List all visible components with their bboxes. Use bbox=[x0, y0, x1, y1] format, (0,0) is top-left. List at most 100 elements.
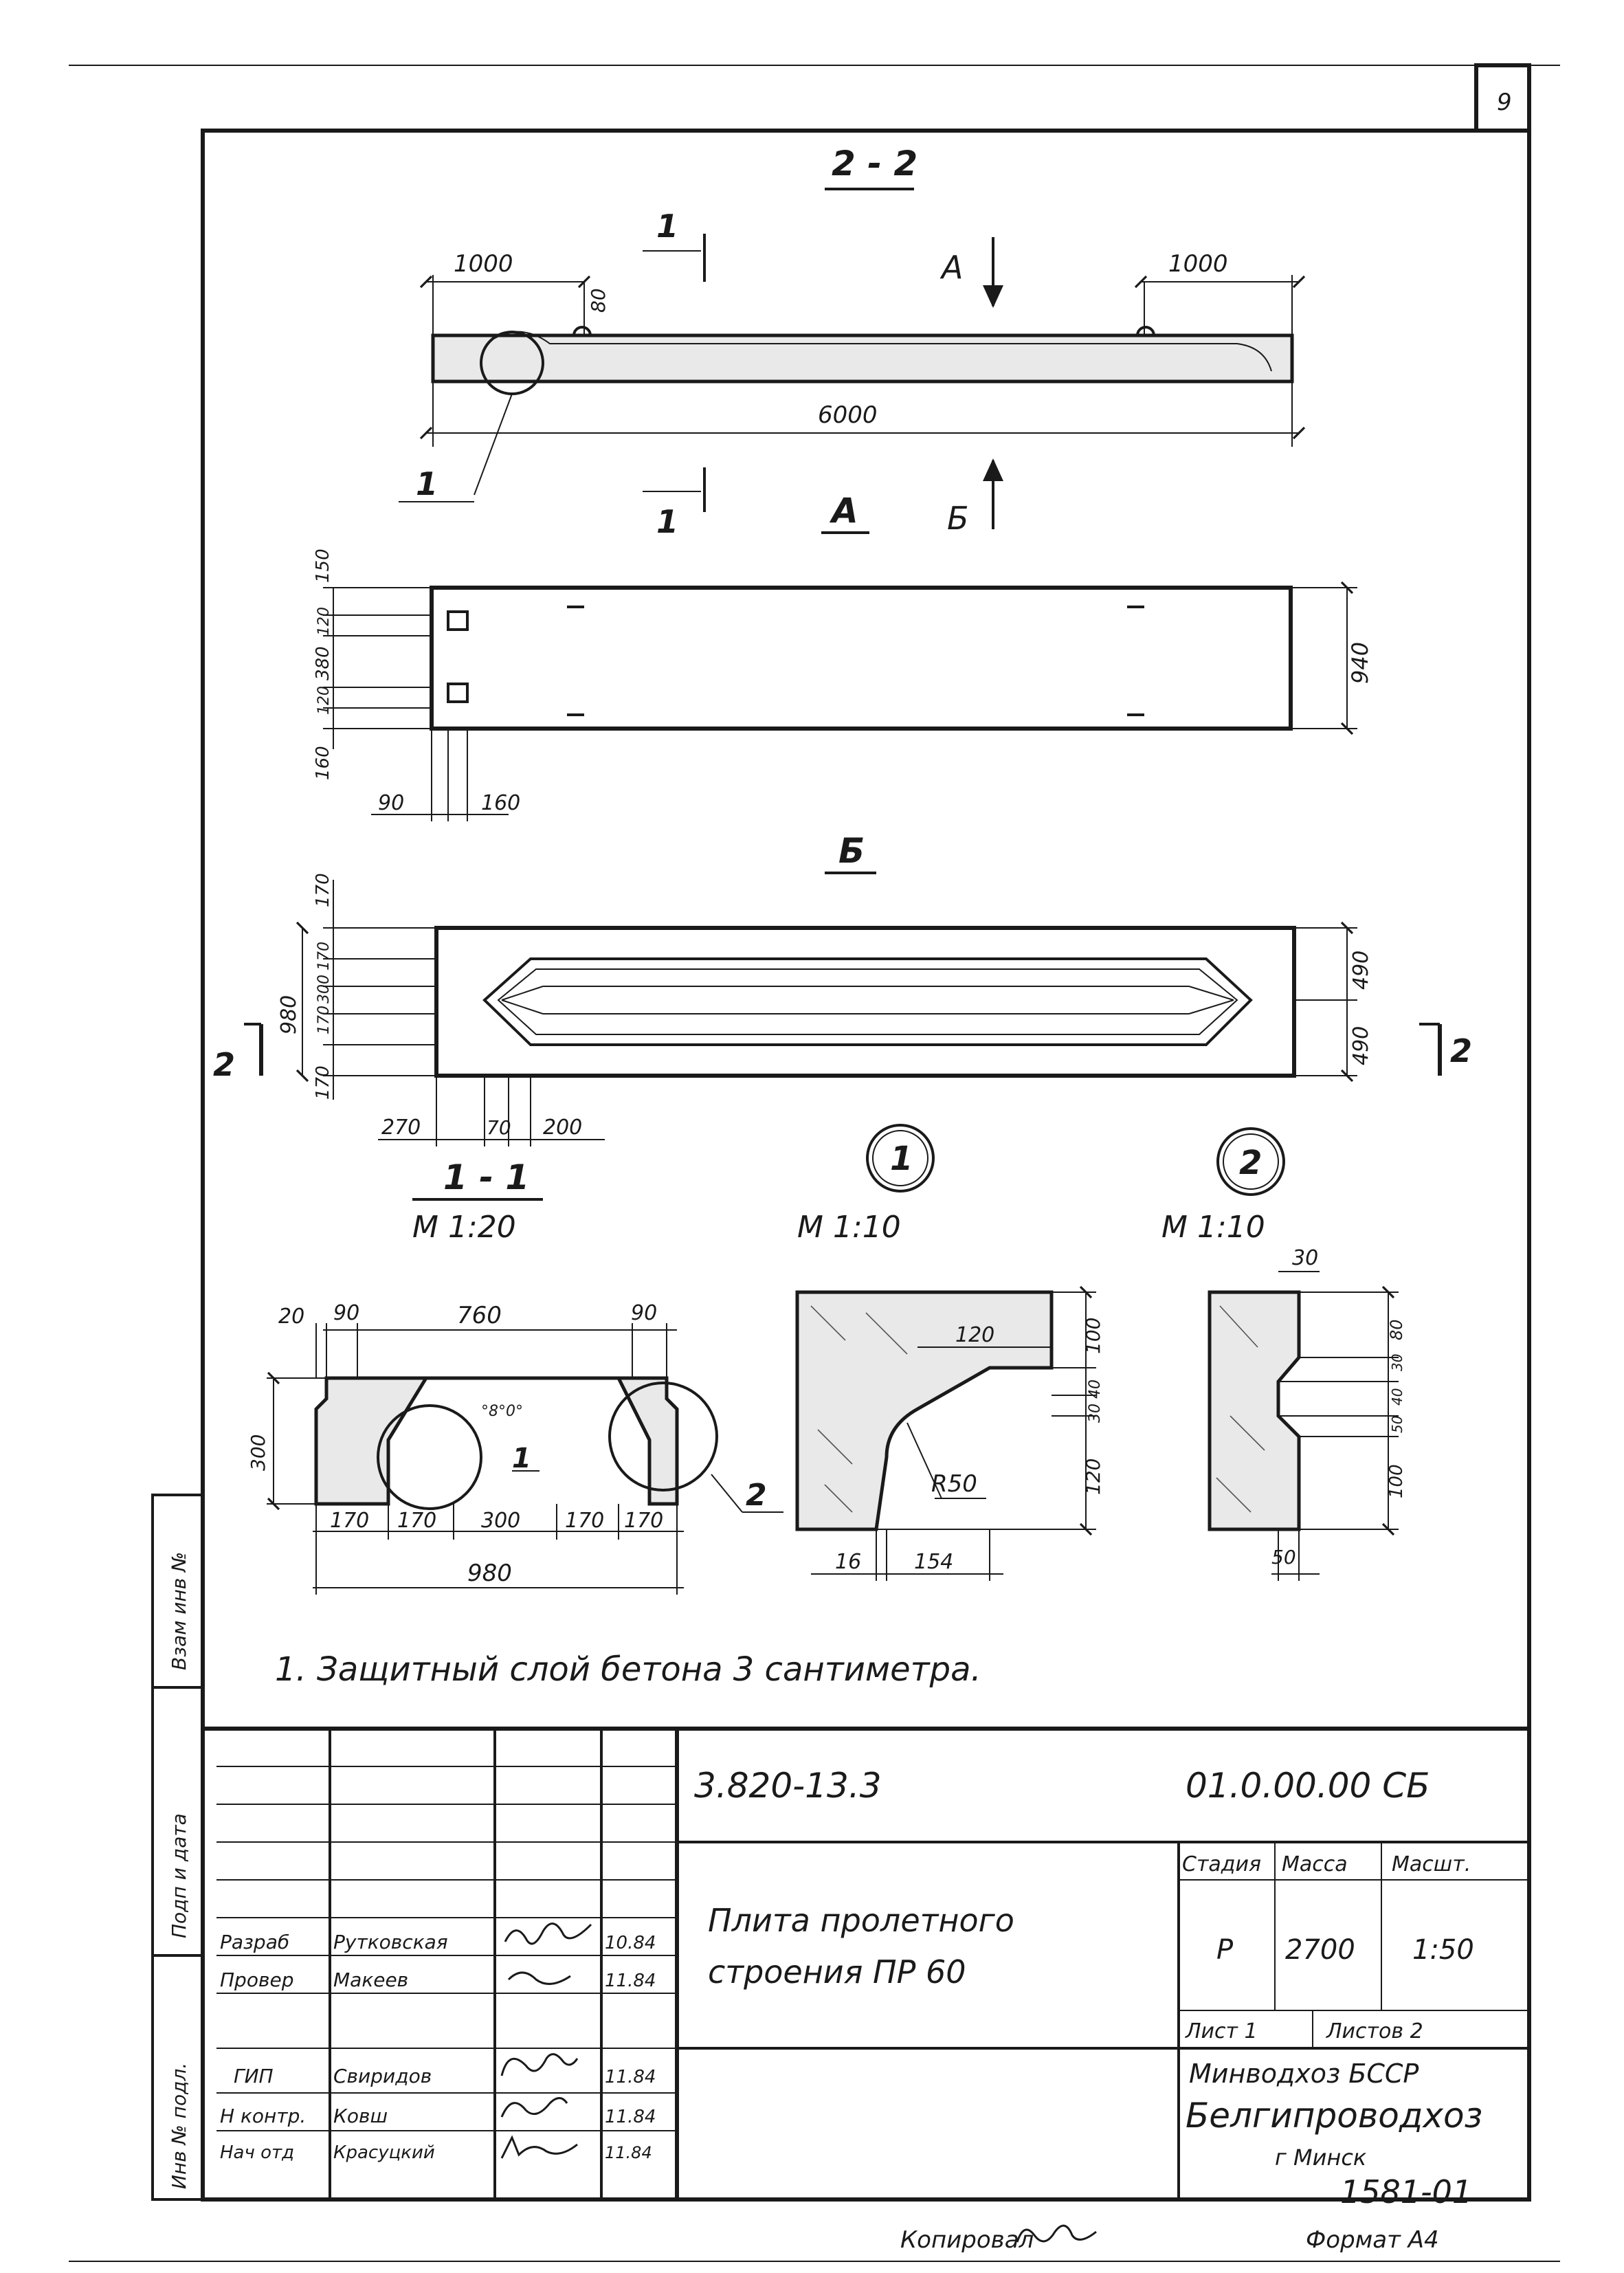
view-b-dim-170d: 170 bbox=[313, 1065, 333, 1100]
detail-1: 1 М 1:10 120 100 40 30 120 R50 16 154 bbox=[795, 1124, 1104, 1581]
sig-role-4: Нач отд bbox=[220, 2142, 294, 2163]
section-2-2-title: 2 - 2 bbox=[832, 144, 917, 184]
view-a-dim-160b: 160 bbox=[481, 791, 520, 815]
sig-date-2: 11.84 bbox=[605, 2067, 656, 2087]
view-a-dim-120a: 120 bbox=[315, 607, 333, 636]
detail-2: 2 М 1:10 30 80 30 40 50 100 50 bbox=[1161, 1127, 1407, 1581]
detail-1-dim-40: 40 bbox=[1087, 1379, 1104, 1399]
s11-dim-300: 300 bbox=[481, 1509, 520, 1533]
arrow-b-label: Б bbox=[947, 500, 969, 537]
view-a-dim-160: 160 bbox=[313, 746, 333, 780]
view-a: А 150 120 380 120 160 940 90 160 bbox=[313, 491, 1373, 821]
view-b: Б 170 170 300 170 170 980 490 490 bbox=[213, 831, 1472, 1146]
detail-1-dim-120b: 120 bbox=[1082, 1459, 1104, 1495]
sig-role-0: Разраб bbox=[220, 1931, 289, 1953]
s11-callout-2: 2 bbox=[746, 1478, 767, 1513]
cut-1-bottom: 1 bbox=[656, 503, 678, 540]
side-stamp-sign: Подп и дата bbox=[168, 1813, 190, 1938]
sig-role-3: Н контр. bbox=[220, 2105, 306, 2127]
title-block bbox=[203, 1727, 1529, 2199]
s11-dim-170b: 170 bbox=[397, 1509, 436, 1533]
cut-2-left: 2 bbox=[213, 1046, 235, 1083]
view-b-dim-490a: 490 bbox=[1349, 951, 1373, 990]
s11-dim-980: 980 bbox=[467, 1560, 512, 1587]
detail-2-dim-100: 100 bbox=[1386, 1464, 1407, 1498]
detail-2-scale: М 1:10 bbox=[1161, 1210, 1265, 1245]
callout-1-label: 1 bbox=[416, 465, 438, 502]
view-b-dim-170c: 170 bbox=[315, 1006, 333, 1034]
detail-2-dim-50b: 50 bbox=[1271, 1546, 1296, 1568]
section-1-1: 1 - 1 М 1:20 °8°0° 20 90 760 90 300 170 … bbox=[247, 1157, 783, 1595]
drawing-name-1: Плита пролетного bbox=[708, 1902, 1014, 1939]
s11-dim-170d: 170 bbox=[624, 1509, 663, 1533]
detail-1-radius: R50 bbox=[931, 1470, 977, 1498]
doc-code: 3.820-13.3 bbox=[694, 1766, 882, 1806]
sheets-label: Листов 2 bbox=[1326, 2019, 1423, 2043]
view-a-dim-90: 90 bbox=[378, 791, 404, 815]
copied-label: Копировал bbox=[900, 2226, 1034, 2254]
detail-1-dim-154: 154 bbox=[914, 1550, 953, 1574]
view-b-dim-980: 980 bbox=[277, 995, 301, 1034]
org-line-3: г Минск bbox=[1275, 2144, 1367, 2171]
sig-role-1: Провер bbox=[220, 1969, 293, 1991]
view-b-dim-70: 70 bbox=[487, 1116, 511, 1139]
side-stamp: Инв № подл. Подп и дата Взам инв № bbox=[151, 1494, 204, 2201]
org-line-1: Минводхоз БССР bbox=[1189, 2059, 1419, 2089]
s11-dim-760: 760 bbox=[457, 1302, 502, 1329]
sig-name-4: Красуцкий bbox=[333, 2142, 435, 2163]
section-1-1-title: 1 - 1 bbox=[443, 1157, 529, 1197]
section-1-1-scale: М 1:20 bbox=[412, 1210, 516, 1245]
section-2-2: 2 - 2 1000 1000 80 6000 1 1 А Б 1 bbox=[399, 144, 1306, 540]
sig-date-0: 10.84 bbox=[605, 1933, 656, 1953]
view-b-dim-270: 270 bbox=[381, 1116, 421, 1140]
detail-1-dim-100: 100 bbox=[1082, 1318, 1104, 1354]
detail-1-dim-30: 30 bbox=[1087, 1404, 1104, 1423]
side-stamp-replace: Взам инв № bbox=[168, 1552, 190, 1670]
detail-1-scale: М 1:10 bbox=[797, 1210, 901, 1245]
sig-name-3: Ковш bbox=[333, 2105, 388, 2127]
s11-dim-300h: 300 bbox=[247, 1434, 269, 1471]
s11-callout-1: 1 bbox=[512, 1443, 531, 1474]
cut-1-top: 1 bbox=[656, 208, 678, 245]
order-number: 1581-01 bbox=[1340, 2173, 1472, 2210]
stage-value: Р bbox=[1216, 1934, 1234, 1966]
mass-label: Масса bbox=[1282, 1852, 1348, 1876]
dim-2-2-length: 6000 bbox=[818, 401, 878, 429]
sig-date-1: 11.84 bbox=[605, 1971, 656, 1991]
s11-dim-170a: 170 bbox=[330, 1509, 369, 1533]
detail-2-dim-50: 50 bbox=[1389, 1416, 1405, 1433]
s11-dim-20: 20 bbox=[278, 1305, 304, 1329]
stage-label: Стадия bbox=[1182, 1852, 1261, 1876]
view-b-dim-170b: 170 bbox=[315, 942, 333, 971]
view-b-dim-300: 300 bbox=[315, 975, 333, 1004]
sig-name-2: Свиридов bbox=[333, 2065, 432, 2087]
view-a-dim-380: 380 bbox=[313, 646, 333, 680]
view-b-dim-200: 200 bbox=[543, 1116, 582, 1140]
sig-name-1: Макеев bbox=[333, 1969, 408, 1991]
sig-role-2: ГИП bbox=[234, 2065, 274, 2087]
s11-dim-170c: 170 bbox=[565, 1509, 604, 1533]
view-b-title: Б bbox=[838, 831, 865, 871]
mass-value: 2700 bbox=[1285, 1934, 1355, 1966]
org-line-2: Белгипроводхоз bbox=[1186, 2096, 1482, 2136]
dim-2-2-right: 1000 bbox=[1168, 250, 1228, 278]
s11-dim-90a: 90 bbox=[333, 1301, 359, 1325]
view-a-dim-120b: 120 bbox=[315, 686, 333, 715]
s11-dim-90b: 90 bbox=[631, 1301, 657, 1325]
cut-2-right: 2 bbox=[1450, 1032, 1472, 1069]
detail-2-dim-30: 30 bbox=[1292, 1246, 1318, 1270]
sheet-frame bbox=[69, 63, 1560, 2262]
arrow-a-label: А bbox=[939, 249, 963, 286]
view-a-dim-150: 150 bbox=[313, 548, 333, 583]
drawing-code: 01.0.00.00 СБ bbox=[1186, 1766, 1430, 1806]
side-stamp-inv: Инв № подл. bbox=[168, 2063, 190, 2189]
scale-label: Масшт. bbox=[1392, 1852, 1471, 1876]
scale-value: 1:50 bbox=[1412, 1934, 1474, 1966]
handwritten-signatures bbox=[500, 1922, 1097, 2243]
sig-date-3: 11.84 bbox=[605, 2107, 656, 2127]
detail-1-dim-120a: 120 bbox=[955, 1323, 994, 1347]
sig-name-0: Рутковская bbox=[333, 1931, 448, 1953]
dim-2-2-left: 1000 bbox=[454, 250, 513, 278]
general-note: 1. Защитный слой бетона 3 сантиметра. bbox=[275, 1650, 981, 1689]
format-label: Формат А4 bbox=[1306, 2226, 1439, 2254]
